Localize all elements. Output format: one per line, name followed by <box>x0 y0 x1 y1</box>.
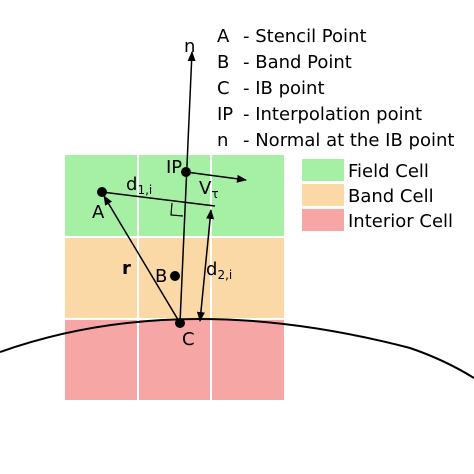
legend-key-c: C <box>217 78 230 99</box>
interior-cell <box>138 319 211 400</box>
field-cell <box>211 155 284 237</box>
label-c: C <box>182 329 195 350</box>
legend-key-n: n <box>217 130 228 151</box>
legend-swatch-field <box>302 159 344 181</box>
label-v: Vτ <box>199 178 219 201</box>
normal-vector <box>179 51 196 324</box>
label-d2: d2,i <box>206 259 232 282</box>
legend-text-c: - IB point <box>243 78 325 99</box>
interpolation-point-ip <box>181 167 191 177</box>
legend-label-interior: Interior Cell <box>348 211 453 232</box>
label-n: n <box>184 36 195 57</box>
legend-text-b: - Band Point <box>243 52 352 73</box>
interior-cell <box>65 319 138 400</box>
legend-key-b: B <box>217 52 229 73</box>
label-a: A <box>92 202 105 223</box>
label-ip: IP <box>166 157 182 178</box>
band-point-b <box>170 271 180 281</box>
tangent-velocity-arrow <box>185 171 247 183</box>
legend-label-band: Band Cell <box>348 186 434 207</box>
legend-text-n: - Normal at the IB point <box>243 130 454 151</box>
d2-distance-arrow <box>196 209 215 322</box>
label-b: B <box>155 266 167 287</box>
interior-cell <box>211 319 284 400</box>
legend-label-field: Field Cell <box>348 161 429 182</box>
symbol-legend: A - Stencil Point B - Band Point C - IB … <box>217 26 454 151</box>
legend-text-a: - Stencil Point <box>243 26 367 47</box>
legend-swatch-band <box>302 184 344 206</box>
r-vector <box>103 195 181 324</box>
band-cell <box>65 237 138 319</box>
ib-point-c <box>175 318 185 328</box>
band-cell <box>211 237 284 319</box>
legend-swatch-interior <box>302 209 344 231</box>
d1-distance-line <box>101 191 216 207</box>
label-d1: d1,i <box>126 174 152 197</box>
label-r: r <box>122 258 131 279</box>
right-angle-marker <box>170 202 184 217</box>
legend-key-ip: IP <box>217 104 233 125</box>
cell-legend: Field Cell Band Cell Interior Cell <box>302 159 453 232</box>
legend-key-a: A <box>217 26 230 47</box>
immersed-boundary-curve <box>0 317 474 379</box>
legend-text-ip: - Interpolation point <box>243 104 422 125</box>
stencil-point-a <box>97 187 107 197</box>
